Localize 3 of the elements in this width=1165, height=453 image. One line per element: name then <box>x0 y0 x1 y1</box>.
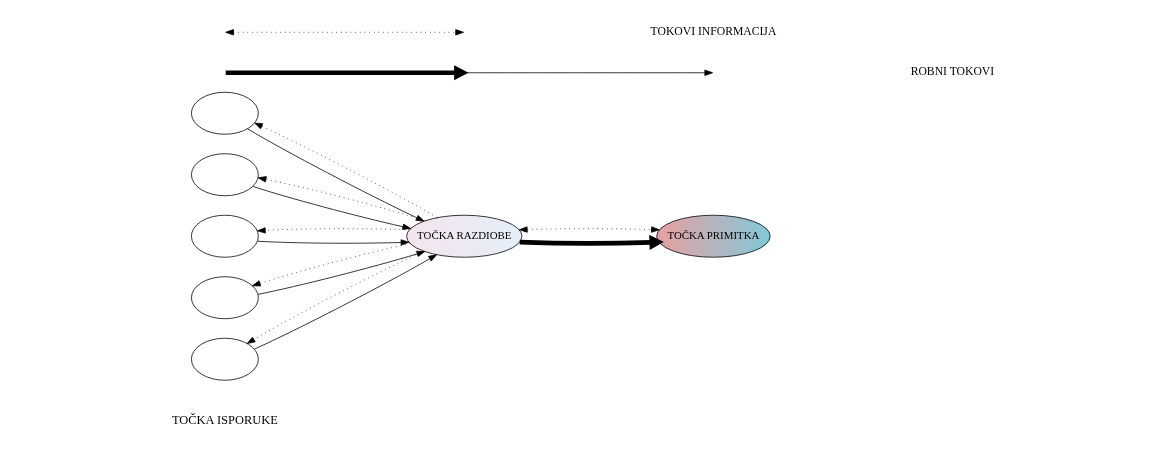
legend-label: ROBNI TOKOVI <box>910 65 994 79</box>
label: TOČKA ISPORUKE <box>171 412 278 427</box>
legend-label: TOKOVI INFORMACIJA <box>650 25 776 39</box>
